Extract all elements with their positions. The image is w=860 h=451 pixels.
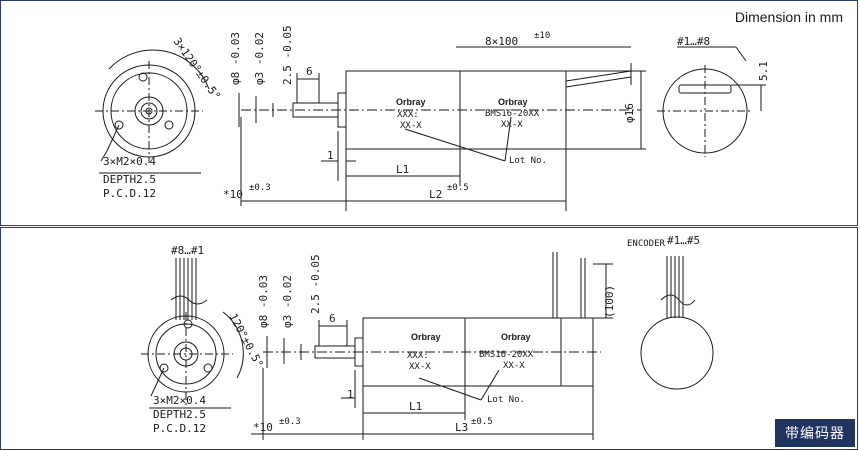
dia3-dim-2: φ3 -0.02 — [281, 275, 294, 328]
brand-label-1: Orbray — [396, 97, 426, 107]
pitch-dim: 8×100 — [485, 35, 518, 48]
front-view — [95, 49, 210, 174]
encoder-tag: 带编码器 — [775, 419, 855, 447]
side-view-encoder — [251, 252, 613, 440]
label-a2: XX-X — [400, 121, 422, 131]
shaft-six-dim: 6 — [306, 65, 313, 78]
brand-label-2: Orbray — [498, 97, 528, 107]
brand-label-4: Orbray — [501, 332, 531, 342]
front-pins: #8…#1 — [171, 244, 204, 257]
rear-pins: #1…#8 — [677, 35, 710, 48]
shaft-len-dim-2: 2.5 -0.05 — [309, 254, 322, 314]
star-len-2: *10 — [253, 421, 273, 434]
dia3-dim: φ3 -0.02 — [253, 32, 266, 85]
dia8-dim-2: φ8 -0.03 — [257, 275, 270, 328]
label-b1: BMS16-20XX — [485, 109, 540, 119]
holes-note: 3×M2×0.4 — [103, 155, 156, 168]
dim-l3: L3 — [455, 421, 468, 434]
dia8-dim: φ8 -0.03 — [229, 32, 242, 85]
star-tol: ±0.3 — [249, 183, 271, 193]
l2-tol: ±0.5 — [447, 183, 469, 193]
dia16-dim: φ16 — [623, 103, 636, 123]
encoder-drawing-svg: #8…#1 3×M2×0.4 DEPTH2.5 P.C.D.12 120°±0.… — [141, 234, 714, 440]
rear-view — [657, 46, 766, 157]
angle-note: 3×120°±0.5° — [171, 35, 223, 102]
dim-l1-2: L1 — [409, 400, 422, 413]
brand-label-3: Orbray — [411, 332, 441, 342]
star-tol-2: ±0.3 — [279, 417, 301, 427]
encoder-title: ENCODER — [627, 239, 666, 249]
shaft-len-dim: 2.5 -0.05 — [281, 25, 294, 85]
front-view-encoder — [141, 258, 244, 409]
dim-l2: L2 — [429, 188, 442, 201]
motor-drawing-panel: Dimension in mm 3×M2×0.4 DEPTH2.5 — [0, 0, 858, 226]
lot-no: Lot No. — [509, 156, 547, 166]
pcd-note: P.C.D.12 — [103, 187, 156, 200]
dim-one-2: 1 — [347, 388, 354, 401]
encoder-pins: #1…#5 — [667, 234, 700, 247]
label-a1: XXX: — [397, 110, 419, 120]
lot-no-2: Lot No. — [487, 395, 525, 405]
lead-len-dim: (100) — [603, 285, 616, 318]
pitch-tol: ±10 — [534, 31, 550, 41]
dim-51: 5.1 — [757, 61, 770, 81]
motor-encoder-drawing-panel: #8…#1 3×M2×0.4 DEPTH2.5 P.C.D.12 120°±0.… — [0, 227, 858, 450]
star-len: *10 — [223, 188, 243, 201]
shaft-six-dim-2: 6 — [329, 312, 336, 325]
dim-l1: L1 — [396, 163, 409, 176]
encoder-rear-view — [640, 256, 714, 390]
pcd-note-2: P.C.D.12 — [153, 422, 206, 435]
label-a1-2: XXX: — [407, 351, 429, 361]
holes-note-2: 3×M2×0.4 — [153, 394, 206, 407]
l3-tol: ±0.5 — [471, 417, 493, 427]
label-a2-2: XX-X — [409, 362, 431, 372]
unit-note: Dimension in mm — [734, 9, 843, 25]
motor-drawing-svg: 3×M2×0.4 DEPTH2.5 P.C.D.12 3×120°±0.5° — [95, 25, 770, 211]
depth-note: DEPTH2.5 — [103, 173, 156, 186]
label-b2-2: XX-X — [503, 361, 525, 371]
dim-one: 1 — [327, 149, 334, 162]
label-b2: XX-X — [501, 120, 523, 130]
label-b1-2: BMS16-20XX — [479, 350, 534, 360]
depth-note-2: DEPTH2.5 — [153, 408, 206, 421]
side-view — [238, 46, 646, 211]
